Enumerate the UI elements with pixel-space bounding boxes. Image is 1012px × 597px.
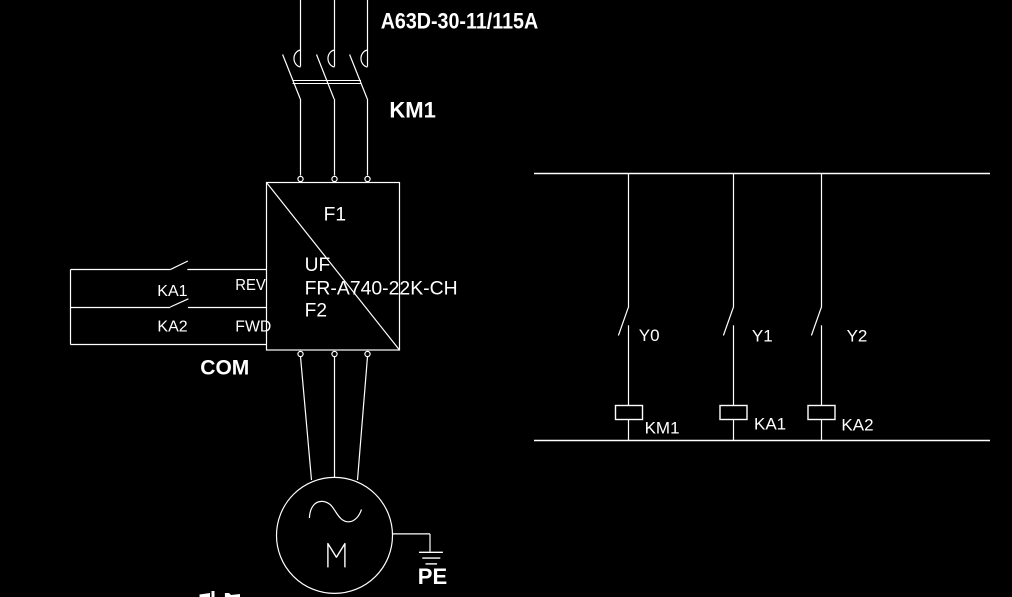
svg-text:KA1: KA1 xyxy=(157,283,187,300)
svg-text:COM: COM xyxy=(200,356,249,379)
svg-text:KA1: KA1 xyxy=(754,415,786,434)
svg-text:Y0: Y0 xyxy=(639,326,660,345)
svg-text:KM1: KM1 xyxy=(389,98,435,123)
svg-text:KA2: KA2 xyxy=(841,416,873,435)
svg-text:KM1: KM1 xyxy=(645,418,680,437)
svg-text:UF: UF xyxy=(305,255,331,276)
svg-text:KA2: KA2 xyxy=(157,318,187,335)
svg-text:F2: F2 xyxy=(305,301,327,322)
svg-text:FR-A740-22K-CH: FR-A740-22K-CH xyxy=(305,279,458,300)
svg-text:REV: REV xyxy=(235,277,266,294)
svg-text:FWD: FWD xyxy=(235,319,271,336)
svg-text:A63D-30-11/115A: A63D-30-11/115A xyxy=(381,9,539,34)
svg-text:PE: PE xyxy=(418,564,447,589)
svg-text:Y2: Y2 xyxy=(847,326,868,345)
svg-text:Y1: Y1 xyxy=(752,326,773,345)
svg-text:F1: F1 xyxy=(324,204,346,225)
